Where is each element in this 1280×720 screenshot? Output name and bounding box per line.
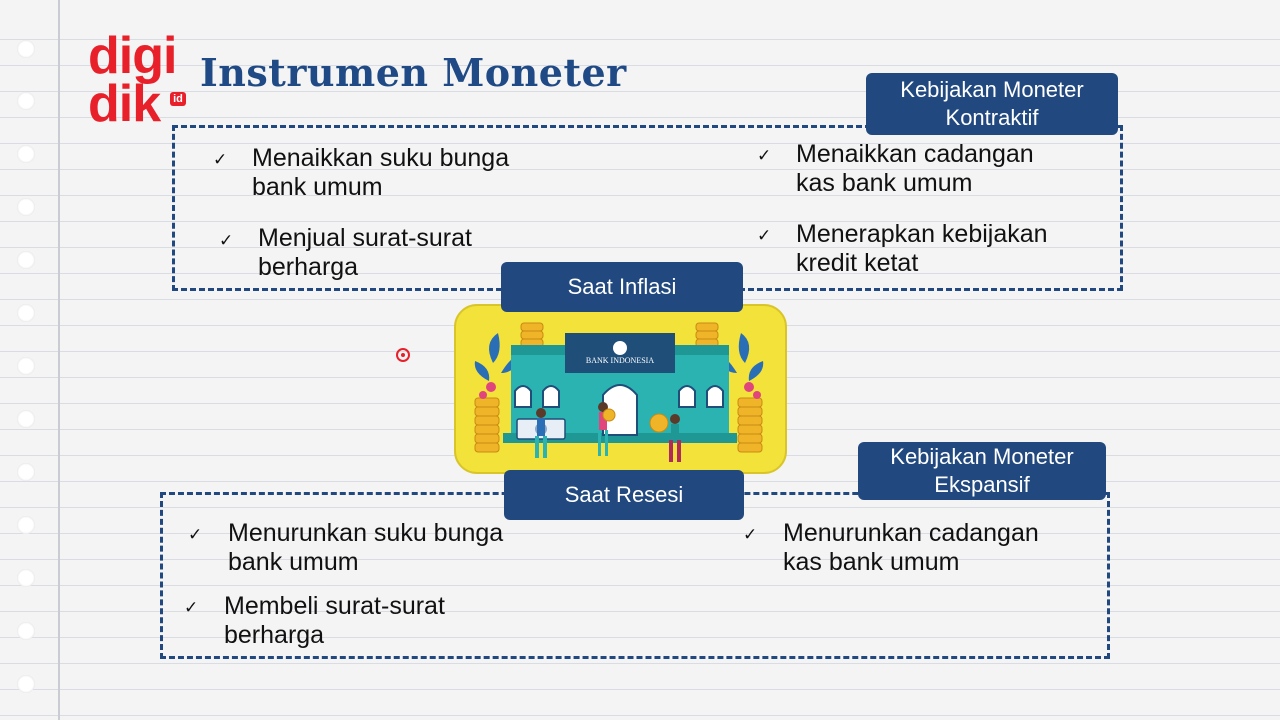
binder-hole	[17, 92, 35, 110]
binder-hole	[17, 675, 35, 693]
tag-label: Saat Resesi	[565, 481, 684, 509]
list-item: Menurunkan cadangan kas bank umum	[783, 519, 1039, 577]
item-line: Menjual surat-surat	[258, 224, 472, 253]
policy-tag-contractive: Kebijakan Moneter Kontraktif	[866, 73, 1118, 135]
binder-hole	[17, 410, 35, 428]
digidik-logo: digi dik id	[86, 30, 190, 134]
policy-tag-expansive: Kebijakan Moneter Ekspansif	[858, 442, 1106, 500]
item-line: kredit ketat	[796, 249, 1048, 278]
item-line: Membeli surat-surat	[224, 592, 445, 621]
binder-hole	[17, 251, 35, 269]
item-line: Menaikkan cadangan	[796, 140, 1034, 169]
check-icon: ✓	[743, 525, 757, 545]
tag-label: Saat Inflasi	[568, 273, 677, 301]
binder-hole	[17, 463, 35, 481]
logo-line-2: dik	[88, 78, 160, 130]
list-item: Menurunkan suku bunga bank umum	[228, 519, 503, 577]
binder-hole	[17, 145, 35, 163]
policy-tag-line1: Kebijakan Moneter	[900, 76, 1083, 104]
check-icon: ✓	[213, 150, 227, 170]
binder-hole	[17, 198, 35, 216]
list-item: Menaikkan cadangan kas bank umum	[796, 140, 1034, 198]
notebook-margin-line	[58, 0, 60, 720]
item-line: Menaikkan suku bunga	[252, 144, 509, 173]
item-line: berharga	[258, 253, 472, 282]
item-line: berharga	[224, 621, 445, 650]
list-item: Membeli surat-surat berharga	[224, 592, 445, 650]
check-icon: ✓	[219, 231, 233, 251]
page-title: Instrumen Moneter	[200, 50, 627, 95]
policy-tag-line2: Kontraktif	[900, 104, 1083, 132]
policy-tag-line1: Kebijakan Moneter	[890, 443, 1073, 471]
check-icon: ✓	[188, 525, 202, 545]
binder-hole	[17, 357, 35, 375]
item-line: Menurunkan cadangan	[783, 519, 1039, 548]
binder-hole	[17, 304, 35, 322]
list-item: Menjual surat-surat berharga	[258, 224, 472, 282]
tag-saat-resesi: Saat Resesi	[504, 470, 744, 520]
binder-hole	[17, 516, 35, 534]
tag-saat-inflasi: Saat Inflasi	[501, 262, 743, 312]
list-item: Menerapkan kebijakan kredit ketat	[796, 220, 1048, 278]
item-line: bank umum	[252, 173, 509, 202]
check-icon: ✓	[184, 598, 198, 618]
bank-building-icon: BANK INDONESIA	[453, 303, 788, 475]
bank-illustration: BANK INDONESIA	[453, 303, 788, 475]
logo-badge: id	[170, 92, 186, 106]
binder-hole	[17, 40, 35, 58]
check-icon: ✓	[757, 146, 771, 166]
bank-sign: BANK INDONESIA	[586, 356, 654, 365]
item-line: bank umum	[228, 548, 503, 577]
binder-hole	[17, 622, 35, 640]
list-item: Menaikkan suku bunga bank umum	[252, 144, 509, 202]
check-icon: ✓	[757, 226, 771, 246]
item-line: kas bank umum	[796, 169, 1034, 198]
binder-hole	[17, 569, 35, 587]
pointer-marker-icon	[396, 348, 410, 362]
item-line: kas bank umum	[783, 548, 1039, 577]
policy-tag-line2: Ekspansif	[890, 471, 1073, 499]
item-line: Menurunkan suku bunga	[228, 519, 503, 548]
item-line: Menerapkan kebijakan	[796, 220, 1048, 249]
